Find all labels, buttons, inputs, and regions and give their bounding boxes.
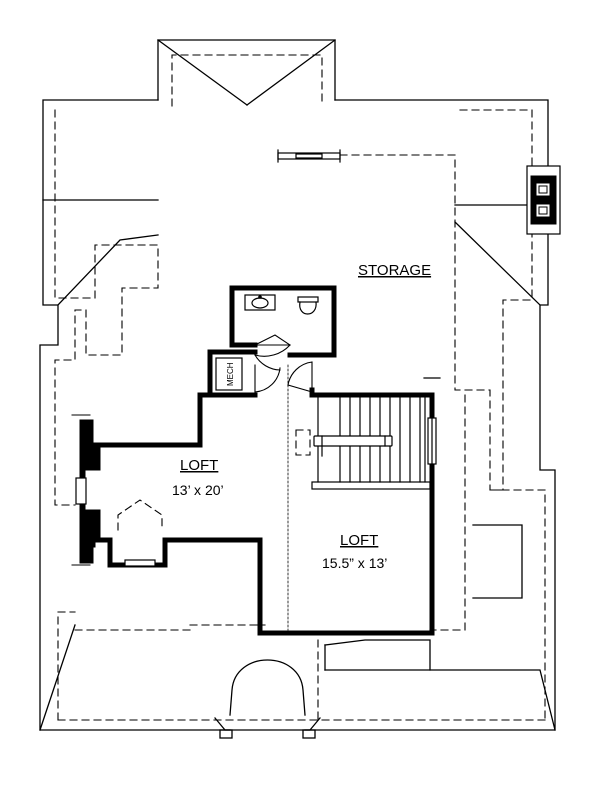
storage-window — [277, 149, 341, 163]
left-loft-label: LOFT — [180, 457, 218, 474]
right-loft-label: LOFT — [340, 532, 378, 549]
roof-outline — [39, 39, 556, 739]
staircase — [311, 397, 431, 490]
bathroom — [244, 294, 319, 315]
storage-boundary — [54, 54, 546, 721]
right-loft-dimensions: 15.5” x 13’ — [322, 555, 387, 571]
mech-unit — [215, 357, 243, 391]
loft-window — [423, 377, 441, 465]
fireplace — [71, 414, 101, 566]
loft-walls — [90, 285, 435, 636]
left-loft-dimensions: 13’ x 20’ — [172, 482, 224, 498]
storage-label: STORAGE — [358, 262, 431, 279]
door-swings — [254, 334, 313, 393]
mech-label: MECH — [226, 362, 235, 386]
chimney-vent — [526, 165, 561, 235]
dormer-window — [124, 559, 156, 567]
